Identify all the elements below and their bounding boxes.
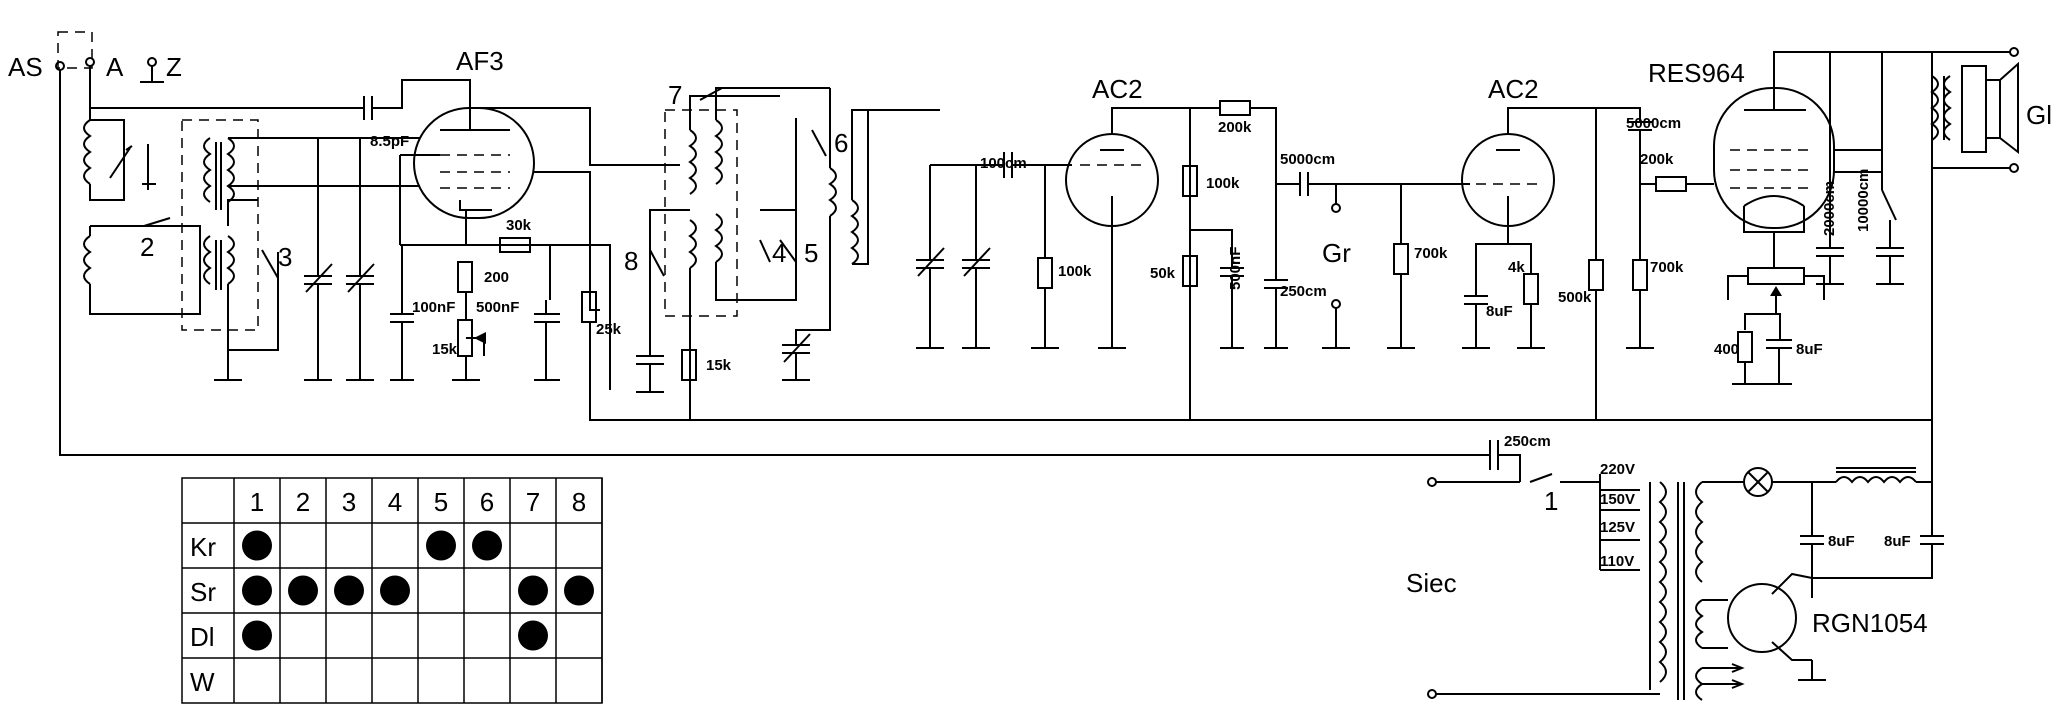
r-15k-label: 15k <box>706 357 732 374</box>
table-col-header: 3 <box>342 487 356 517</box>
switch-on-dot <box>518 620 548 651</box>
tube-ac2-2-label: AC2 <box>1488 74 1539 104</box>
switch-4-label: 4 <box>772 238 786 268</box>
switch-on-dot <box>242 530 272 561</box>
table-col-header: 5 <box>434 487 448 517</box>
terminal-z-label: Z <box>166 52 182 82</box>
terminal-gr-label: Gr <box>1322 238 1351 268</box>
r-500k-label: 500k <box>1558 289 1592 306</box>
table-row-header: Dl <box>190 622 215 652</box>
switch-on-dot <box>518 575 548 606</box>
switch-on-dot <box>242 620 272 651</box>
r-700k-label: 700k <box>1414 245 1448 262</box>
r-200-label: 200 <box>484 269 509 286</box>
switch-on-dot <box>334 575 364 606</box>
c-100nf-label: 100nF <box>412 299 455 316</box>
r-200k-label: 200k <box>1218 119 1252 136</box>
r-50k-label: 50k <box>1150 265 1176 282</box>
res964-stage: 5000cm 200k 700k RES964 400 8uF 2000cm 1… <box>1200 47 2052 421</box>
power-supply: 250cm 1 220V 150V 125V 110V Siec 8uF 8uF <box>1406 420 1944 701</box>
r-400-label: 400 <box>1714 341 1739 358</box>
input-coils: 2 3 <box>83 108 420 381</box>
r-200k-b-label: 200k <box>1640 151 1674 168</box>
switch-on-dot <box>242 575 272 606</box>
switch-2-label: 2 <box>140 232 154 262</box>
table-col-header: 4 <box>388 487 402 517</box>
c-250cm-b-label: 250cm <box>1504 433 1551 450</box>
af3-stage: 8.5pF AF3 30k 200 15k 100nF 500nF <box>348 46 1200 421</box>
switch-on-dot <box>426 530 456 561</box>
switch-on-dot <box>472 530 502 561</box>
table-col-header: 6 <box>480 487 494 517</box>
c-10000cm-label: 10000cm <box>1855 169 1872 232</box>
table-row-header: Kr <box>190 532 216 562</box>
antenna-input: AS A Z <box>8 31 1490 456</box>
c-500nf-v-label: 500nF <box>1227 247 1244 290</box>
c-8-5pf-label: 8.5pF <box>370 133 409 150</box>
c-500nf-label: 500nF <box>476 299 519 316</box>
switch-6-label: 6 <box>834 128 848 158</box>
switch-8-label: 8 <box>624 246 638 276</box>
c-250cm-label: 250cm <box>1280 283 1327 300</box>
c-100cm-label: 100cm <box>980 155 1027 172</box>
table-col-header: 7 <box>526 487 540 517</box>
v220-label: 220V <box>1600 461 1635 478</box>
switch-on-dot <box>380 575 410 606</box>
v125-label: 125V <box>1600 519 1635 536</box>
switch-1-label: 1 <box>1544 486 1558 516</box>
table-row-header: W <box>190 667 215 697</box>
coupling-network-1: 200k 100k 50k 500nF 250cm 5000cm Gr 700k <box>1150 100 1470 420</box>
c-5000cm-b-label: 5000cm <box>1626 115 1681 132</box>
tube-rgn1054 <box>1727 583 1797 653</box>
r-4k-label: 4k <box>1508 259 1525 276</box>
table-col-header: 8 <box>572 487 586 517</box>
switch-on-dot <box>288 575 318 606</box>
r-100k-b-label: 100k <box>1206 175 1240 192</box>
ac2-stage-2: AC2 4k 8uF 500k <box>1461 74 1604 420</box>
terminal-as-label: AS <box>8 52 43 82</box>
c-8uf-b-label: 8uF <box>1796 341 1823 358</box>
r-100k-grid-label: 100k <box>1058 263 1092 280</box>
terminal-a-label: A <box>106 52 124 82</box>
r-30k-label: 30k <box>506 217 532 234</box>
switch-5-label: 5 <box>804 238 818 268</box>
tube-rgn1054-label: RGN1054 <box>1812 608 1928 638</box>
tube-af3-label: AF3 <box>456 46 504 76</box>
table-row-header: Sr <box>190 577 216 607</box>
switch-3-label: 3 <box>278 242 292 272</box>
c-5000cm-label: 5000cm <box>1280 151 1335 168</box>
switch-7-label: 7 <box>668 80 682 110</box>
terminal-gl-label: Gl <box>2026 100 2052 130</box>
tube-ac2-1-label: AC2 <box>1092 74 1143 104</box>
second-tuned-section: 8 15k 4 5 6 7 <box>624 80 940 420</box>
r-25k-label: 25k <box>596 321 622 338</box>
c-8uf-d-label: 8uF <box>1884 533 1911 550</box>
c-8uf-c-label: 8uF <box>1828 533 1855 550</box>
v150-label: 150V <box>1600 491 1635 508</box>
tuning-capacitors-1 <box>304 138 375 381</box>
table-col-header: 2 <box>296 487 310 517</box>
c-2000cm-label: 2000cm <box>1821 181 1838 236</box>
tube-af3 <box>413 107 535 219</box>
c-8uf-label: 8uF <box>1486 303 1513 320</box>
terminal-siec-label: Siec <box>1406 568 1457 598</box>
tuning-capacitors-2 <box>916 165 991 349</box>
tube-res964-label: RES964 <box>1648 58 1745 88</box>
r-700k-b-label: 700k <box>1650 259 1684 276</box>
v110-label: 110V <box>1600 553 1634 570</box>
table-col-header: 1 <box>250 487 264 517</box>
r-15k-pot-label: 15k <box>432 341 458 358</box>
switch-on-dot <box>564 575 594 606</box>
ac2-stage-1: 100cm 100k AC2 <box>930 74 1190 349</box>
